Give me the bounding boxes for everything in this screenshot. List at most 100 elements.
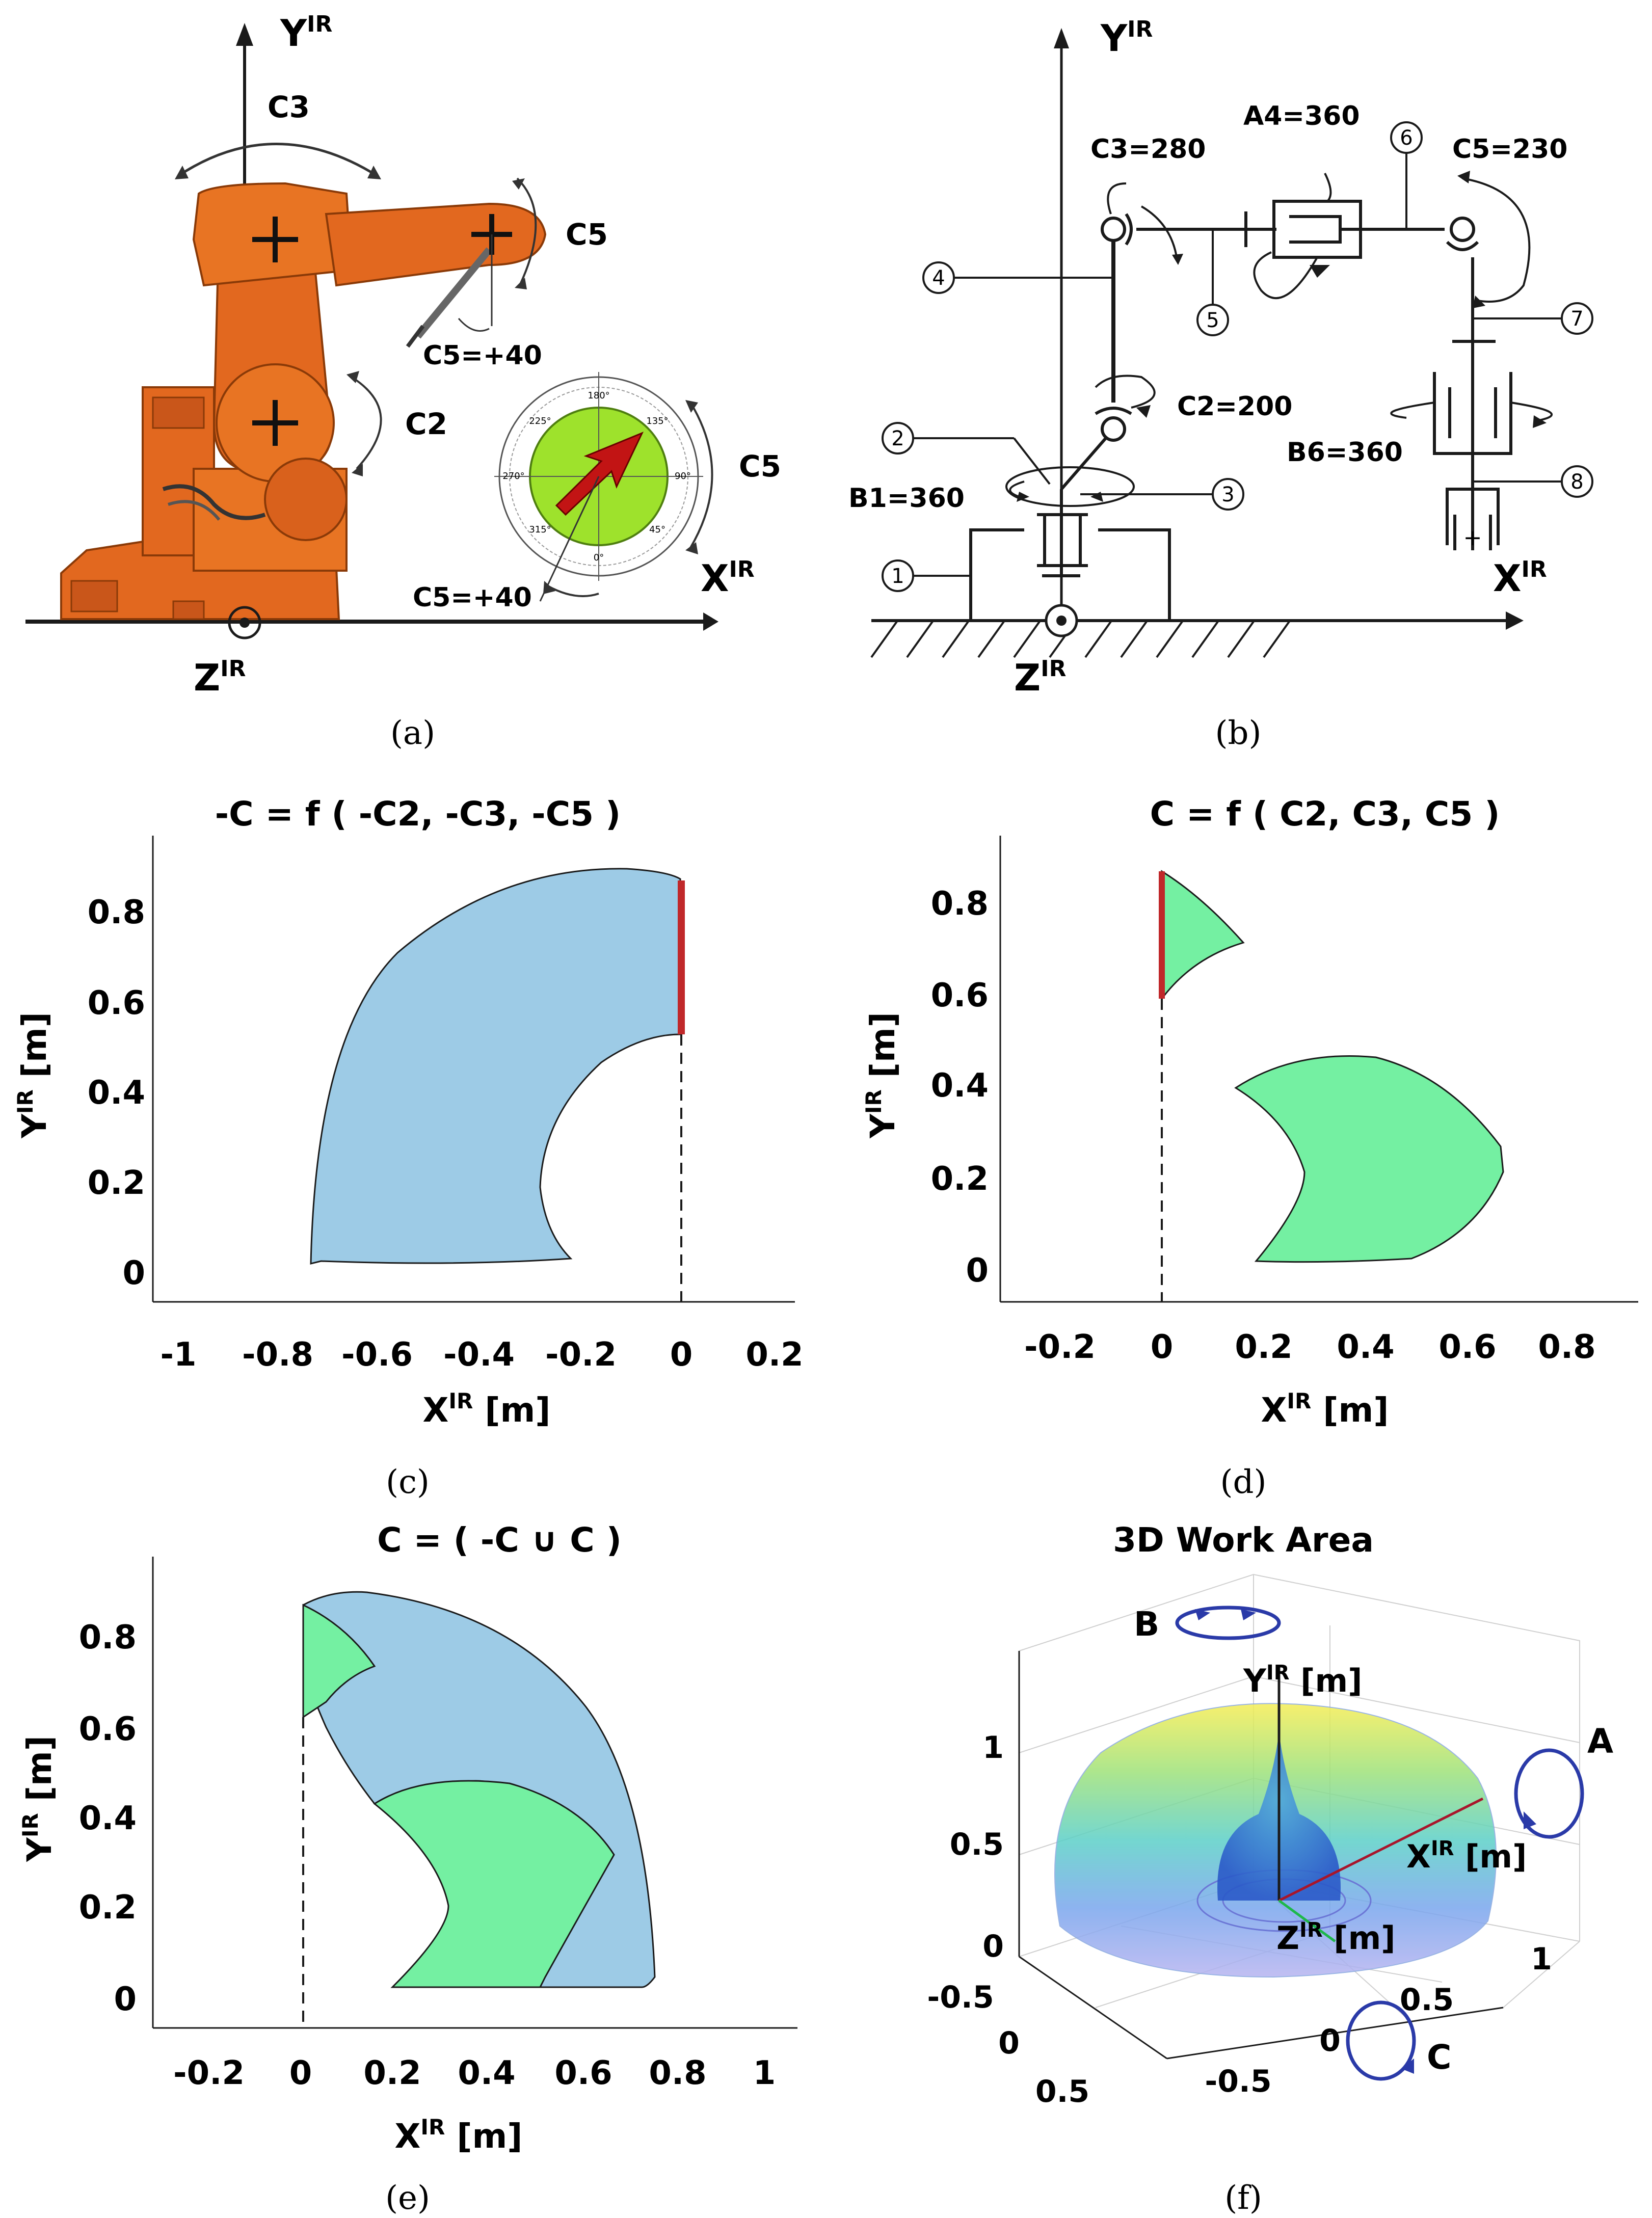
f-left-tick-2: 0.5: [1035, 2074, 1089, 2109]
panel-e-title: C = ( -C ∪ C ): [377, 1520, 622, 1560]
panel-b-z-axis-label: ZIR: [1014, 656, 1066, 699]
panel-f-3d-plot: 3D Work Area B A C YIR [m] XIR [m] ZIR […: [927, 1520, 1613, 2217]
caption-b: (b): [1215, 714, 1262, 752]
label-c3-280: C3=280: [1090, 134, 1206, 165]
union-positive-region-lower: [373, 1780, 615, 1988]
panel-e-xlabel: XIR [m]: [395, 2115, 523, 2156]
f-ztick-0: 0: [982, 1929, 1004, 1964]
caption-c: (c): [386, 1463, 430, 1501]
c-xtick-0: -1: [160, 1336, 196, 1374]
panel-a-x-axis-label: XIR: [701, 556, 755, 600]
e-ytick-1: 0.2: [79, 1889, 137, 1927]
dial-tick-315: 315°: [529, 524, 551, 535]
label-c5-bottom: C5=+40: [413, 582, 532, 613]
c-ytick-3: 0.6: [88, 984, 145, 1022]
f-z-axis-label: ZIR [m]: [1276, 1918, 1396, 1957]
callout-7-label: 7: [1570, 307, 1583, 331]
industrial-robot-arm-icon: [60, 182, 547, 620]
dial-tick-45: 45°: [649, 524, 665, 535]
panel-d-xlabel: XIR [m]: [1261, 1388, 1389, 1430]
panel-d-ylabel: YIR [m]: [861, 1012, 902, 1139]
caption-a: (a): [390, 714, 435, 752]
rotation-c-icon: [1346, 2000, 1416, 2081]
callout-6: [1390, 121, 1423, 154]
panel-e-plot: C = ( -C ∪ C ) -0.2 0 0.2 0.4 0.6 0.8 1 …: [18, 1520, 797, 2217]
rotation-b-icon: [1175, 1606, 1281, 1640]
callout-4: [922, 261, 955, 294]
callout-3-label: 3: [1221, 483, 1234, 506]
panel-b-x-axis-label: XIR: [1493, 556, 1547, 600]
d-xtick-4: 0.6: [1438, 1328, 1496, 1366]
panel-c-ylabel: YIR [m]: [13, 1012, 54, 1139]
panel-b-y-axis-label: YIR: [1100, 16, 1153, 60]
f-bottom-tick-0: -0.5: [1205, 2064, 1271, 2099]
callout-8-label: 8: [1570, 470, 1583, 494]
c5-angle-dial: 180° 225° 135° 270° 90° 315° 45° 0°: [494, 372, 703, 602]
e-xtick-2: 0.2: [363, 2054, 421, 2092]
caption-f: (f): [1224, 2179, 1262, 2217]
label-c2: C2: [405, 407, 447, 441]
panel-c-title: -C = f ( -C2, -C3, -C5 ): [215, 794, 621, 834]
e-xtick-6: 1: [753, 2054, 776, 2092]
link-callouts: [882, 121, 1593, 592]
end-effector-plus-icon: +: [1463, 525, 1482, 551]
c-xtick-5: 0: [670, 1336, 693, 1374]
dial-tick-270: 270°: [502, 471, 524, 482]
rotation-b-label: B: [1134, 1605, 1159, 1644]
dial-tick-90: 90°: [675, 471, 691, 482]
e-xtick-5: 0.8: [649, 2054, 706, 2092]
callout-4-label: 4: [932, 266, 945, 290]
c-xtick-4: -0.2: [545, 1336, 617, 1374]
e-xtick-0: -0.2: [173, 2054, 245, 2092]
panel-c-plot: -C = f ( -C2, -C3, -C5 ) -1 -0.8 -0.6 -0…: [13, 794, 804, 1501]
panel-d-plot: C = f ( C2, C3, C5 ) -0.2 0 0.2 0.4 0.6 …: [861, 794, 1638, 1501]
c-ytick-0: 0: [122, 1254, 145, 1292]
dial-tick-180: 180°: [588, 390, 609, 401]
panel-c-xlabel: XIR [m]: [423, 1388, 551, 1430]
c-xtick-2: -0.6: [341, 1336, 413, 1374]
union-positive-region-upper: [302, 1604, 376, 1719]
caption-e: (e): [385, 2179, 430, 2217]
callout-5-label: 5: [1206, 309, 1219, 332]
d-ytick-0: 0: [966, 1252, 989, 1290]
panel-d-title: C = f ( C2, C3, C5 ): [1150, 794, 1500, 834]
e-ytick-4: 0.8: [79, 1619, 137, 1656]
label-c5-right: C5: [739, 449, 781, 484]
d-ytick-2: 0.4: [931, 1067, 989, 1105]
c-xtick-6: 0.2: [745, 1336, 803, 1374]
f-bottom-tick-3: 1: [1531, 1941, 1552, 1977]
dial-tick-0: 0°: [594, 552, 604, 563]
c-xtick-1: -0.8: [242, 1336, 313, 1374]
d-xtick-3: 0.4: [1337, 1328, 1394, 1366]
c-ytick-1: 0.2: [88, 1164, 145, 1202]
caption-d: (d): [1220, 1463, 1267, 1501]
label-c5-230: C5=230: [1452, 134, 1567, 165]
c-ytick-2: 0.4: [88, 1074, 145, 1112]
dial-tick-225: 225°: [529, 416, 551, 426]
label-c5-value: C5=+40: [423, 340, 542, 371]
dial-tick-135: 135°: [646, 416, 668, 426]
d-xtick-1: 0: [1151, 1328, 1174, 1366]
f-left-tick-1: 0: [998, 2025, 1020, 2061]
rotation-a-icon: [1514, 1748, 1584, 1839]
f-left-tick-0: -0.5: [927, 1980, 994, 2015]
d-ytick-3: 0.6: [931, 977, 989, 1014]
callout-6-label: 6: [1400, 126, 1413, 150]
label-a4-360: A4=360: [1243, 101, 1360, 131]
panel-a-robot-illustration: 180° 225° 135° 270° 90° 315° 45° 0° YIR …: [25, 11, 781, 752]
e-xtick-1: 0: [289, 2054, 312, 2092]
panel-e-ylabel: YIR [m]: [18, 1735, 59, 1862]
callout-1: [882, 559, 914, 592]
callout-1-label: 1: [891, 565, 904, 588]
f-bottom-tick-1: 0: [1319, 2023, 1341, 2059]
d-ytick-1: 0.2: [931, 1160, 989, 1198]
callout-5: [1196, 304, 1229, 336]
d-ytick-4: 0.8: [931, 885, 989, 923]
e-ytick-2: 0.4: [79, 1800, 137, 1837]
panel-b-kinematic-diagram: + 1 2 3 4 5 6: [848, 16, 1593, 752]
d-xtick-0: -0.2: [1024, 1328, 1096, 1366]
f-ztick-2: 1: [982, 1730, 1004, 1766]
callout-3: [1212, 478, 1244, 511]
d-xtick-5: 0.8: [1538, 1328, 1595, 1366]
negative-workspace-region: [310, 868, 681, 1265]
